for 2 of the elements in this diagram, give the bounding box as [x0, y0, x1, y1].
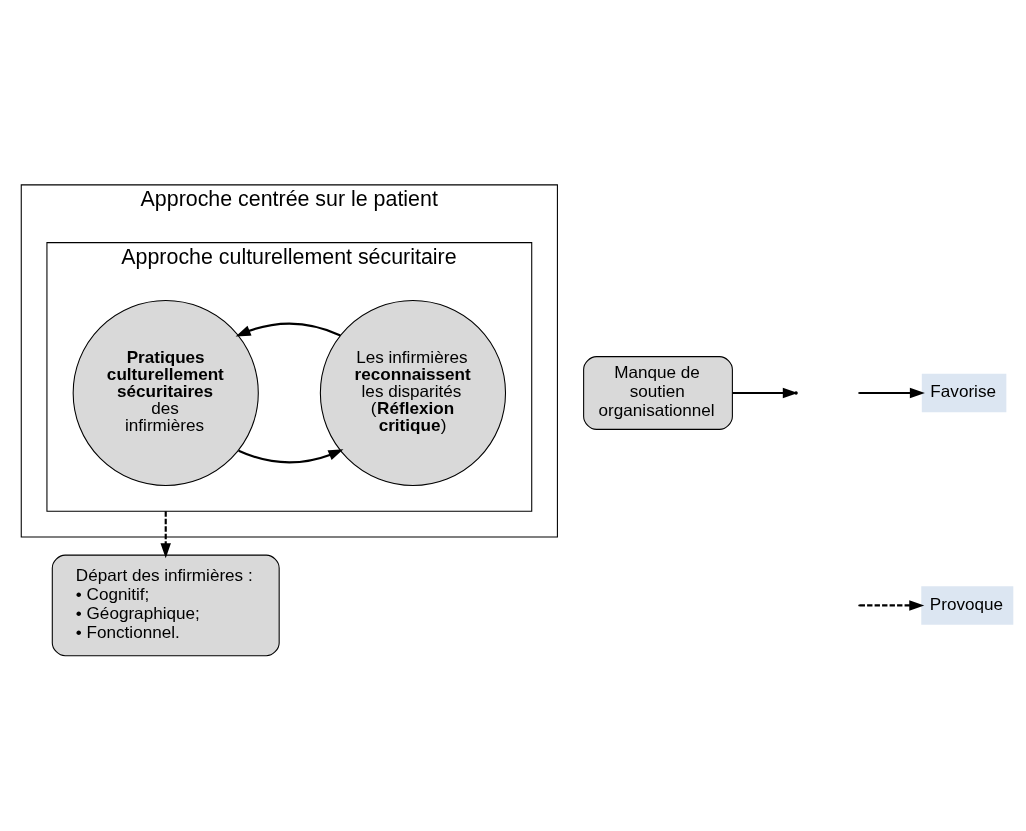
legend-label: Favorise	[930, 381, 996, 401]
legend-label: Provoque	[929, 593, 1004, 613]
